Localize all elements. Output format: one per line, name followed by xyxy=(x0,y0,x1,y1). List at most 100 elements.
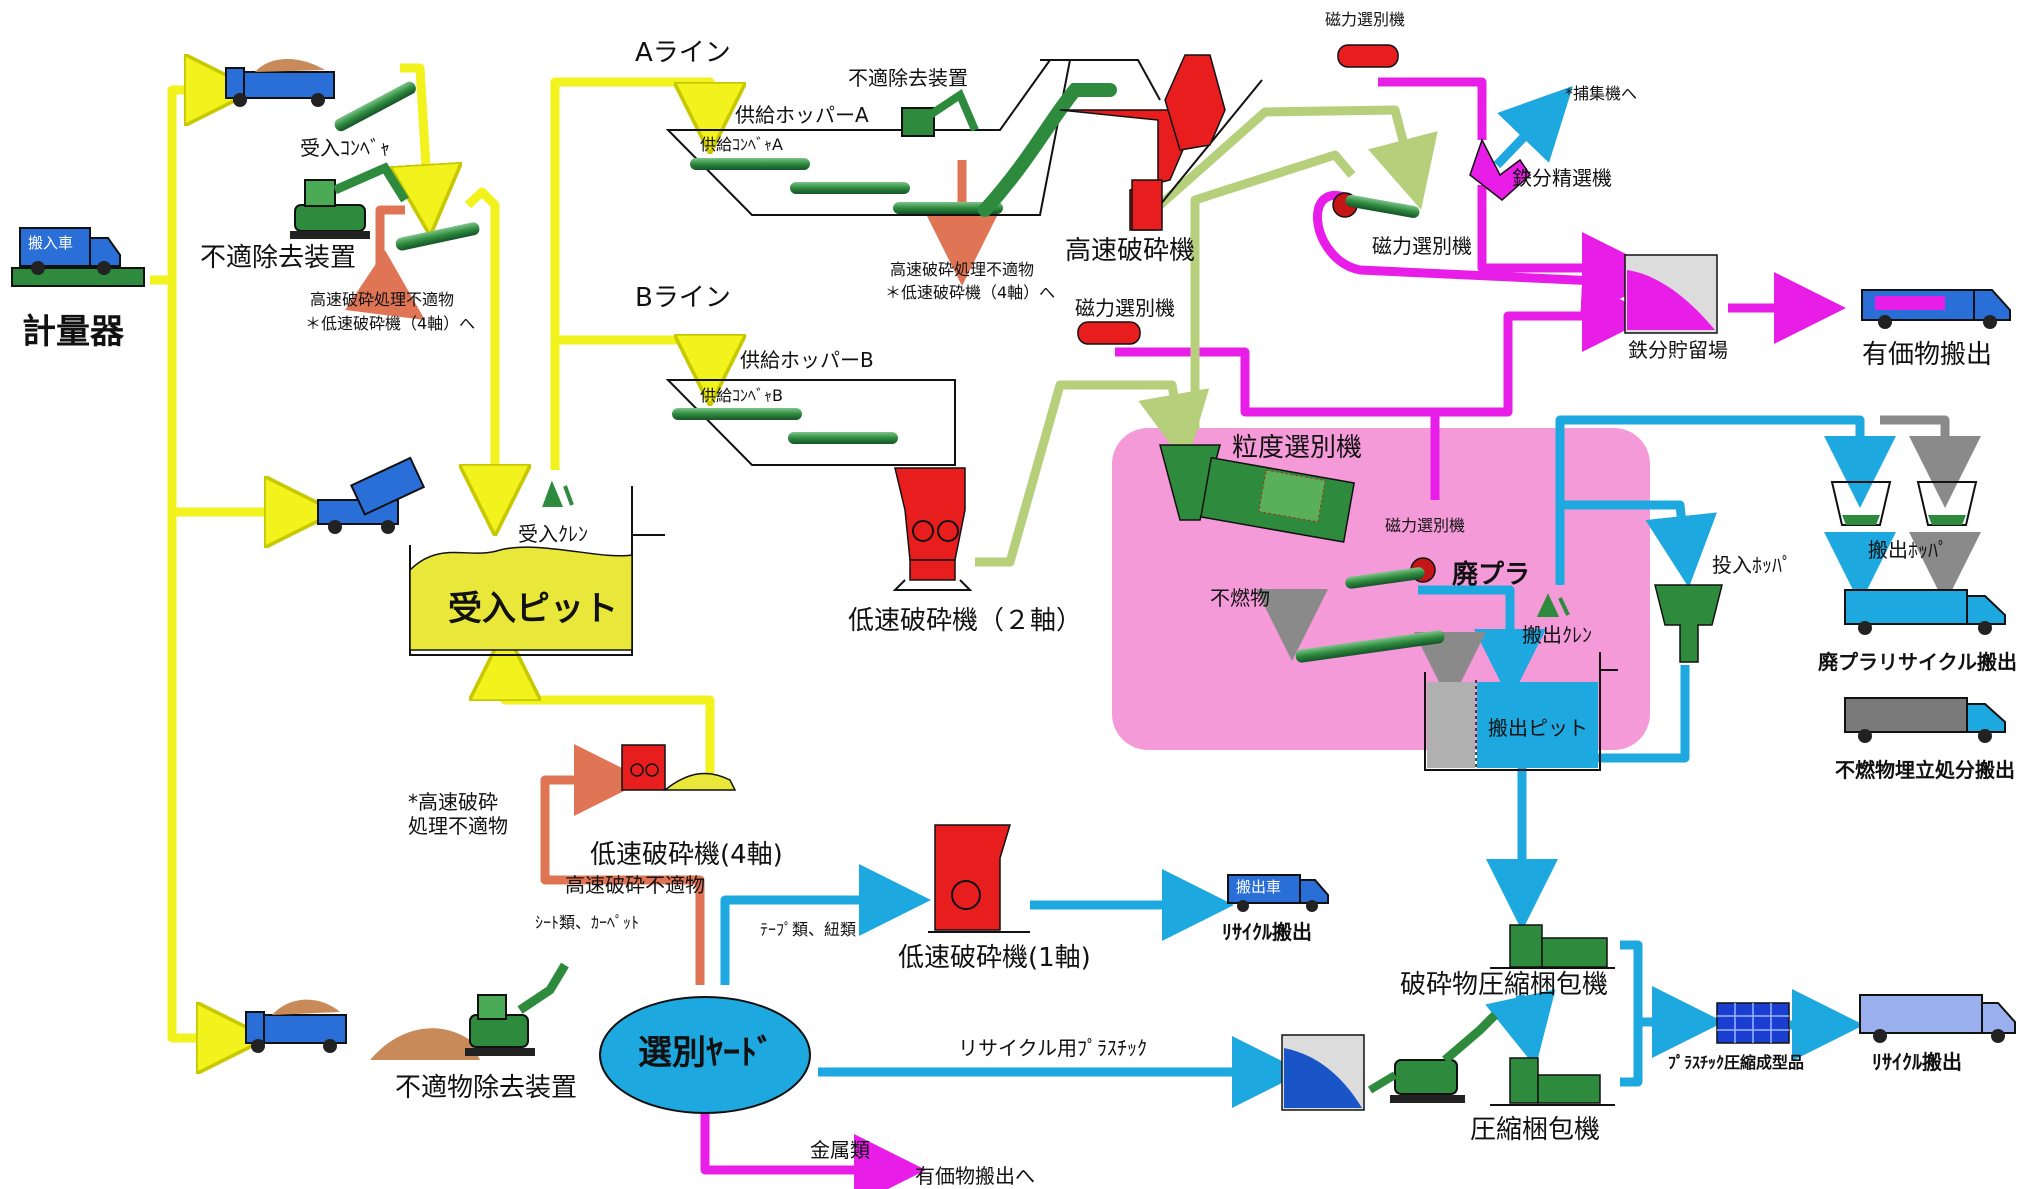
recycle-out-2-label: ﾘｻｲｸﾙ搬出 xyxy=(1872,1050,1962,1074)
grain-sorter-machine xyxy=(1159,444,1355,543)
olive-flow-lines xyxy=(975,105,1438,567)
compress-baler-label: 圧縮梱包機 xyxy=(1470,1115,1601,1145)
mag-sep-b-label: 磁力選別機 xyxy=(1075,296,1175,320)
receive-conveyor xyxy=(334,81,416,132)
excavator-bottom xyxy=(465,962,569,1056)
line-b-label: Bライン xyxy=(635,283,731,313)
removal-device-a xyxy=(901,89,979,137)
landfill-truck xyxy=(1844,697,2006,743)
truck-tag-in: 搬入車 xyxy=(28,234,74,252)
receive-crane xyxy=(542,480,574,507)
conveyor-a-3 xyxy=(893,202,1003,214)
line-b-frame xyxy=(665,379,956,466)
conveyor-b-label: 供給ｺﾝﾍﾞｬB xyxy=(700,386,783,405)
conveyor-b xyxy=(672,408,802,420)
hs-unsuitable-2: ＊低速破砕機（4軸）へ xyxy=(885,283,1056,302)
iron-refiner xyxy=(1469,138,1531,201)
input-hopper xyxy=(1654,584,1723,663)
gray-flow-lines xyxy=(1256,415,1981,704)
mag-sep-b xyxy=(1077,321,1141,345)
excavator-top xyxy=(290,162,409,239)
yellow-flow-lines xyxy=(150,68,710,1038)
weigh-scale-label: 計量器 xyxy=(22,312,124,352)
sorting-yard-ellipse[interactable] xyxy=(599,996,811,1114)
conveyor-a-2 xyxy=(790,182,910,194)
plastic-recycle-truck xyxy=(1844,589,2006,635)
unsuitable-note-1: 高速破砕処理不適物 xyxy=(310,290,455,309)
hopper-b-label: 供給ホッパーB xyxy=(740,348,874,372)
collector-label: *捕集機へ xyxy=(1565,84,1638,103)
hs-unsuitable-box-2: 処理不適物 xyxy=(408,814,508,838)
mag-sep-mid-label: 磁力選別機 xyxy=(1372,234,1472,258)
hs-unsuitable-short: 高速破砕不適物 xyxy=(565,873,705,897)
out-hoppers xyxy=(1830,481,1978,526)
plastic-bales-label: ﾌﾟﾗｽﾁｯｸ圧縮成型品 xyxy=(1668,1053,1805,1072)
out-crane xyxy=(1536,593,1570,617)
receive-pit-tank xyxy=(409,486,665,656)
out-hopper-label: 搬出ﾎｯﾊﾟ xyxy=(1868,538,1948,562)
high-speed-crusher xyxy=(1059,54,1226,231)
receive-crane-label: 受入ｸﾚﾝ xyxy=(518,522,588,546)
truck-tag-out: 搬出車 xyxy=(1236,878,1282,896)
removal-device-a-label: 不適除去装置 xyxy=(848,66,968,90)
low-speed-1-crusher xyxy=(928,824,1030,933)
removal-pipe-top xyxy=(395,222,480,251)
plastic-storage-bin xyxy=(1281,1034,1365,1111)
high-speed-crusher-label: 高速破砕機 xyxy=(1065,236,1196,266)
to-valuables-label: 有価物搬出へ xyxy=(915,1164,1035,1188)
valuables-truck xyxy=(1861,289,2011,329)
input-hopper-label: 投入ﾎｯﾊﾟ xyxy=(1712,553,1792,577)
compress-baler-machine xyxy=(1490,1057,1615,1106)
receive-conveyor-label: 受入ｺﾝﾍﾞｬ xyxy=(300,136,390,160)
low-speed-2-crusher xyxy=(892,467,973,591)
mag-sep-top-label: 磁力選別機 xyxy=(1325,10,1406,29)
magenta-flow-lines xyxy=(700,77,1846,1189)
recycle-plastic-label: リサイクル用ﾌﾟﾗｽﾁｯｸ xyxy=(958,1036,1147,1060)
conveyor-b-2 xyxy=(788,432,898,444)
grain-sorter-label: 粒度選別機 xyxy=(1232,433,1363,463)
excavator-plastic xyxy=(1367,1011,1499,1103)
sorting-yard-label[interactable]: 選別ﾔｰﾄﾞ xyxy=(638,1033,774,1073)
mag-conveyor-mid xyxy=(1345,194,1420,218)
iron-storage-bin xyxy=(1624,254,1718,334)
line-a-frame-2 xyxy=(1040,59,1161,101)
hopper-a-label: 供給ホッパーA xyxy=(735,103,869,127)
landfill-out-label: 不燃物埋立処分搬出 xyxy=(1835,758,2015,782)
removal-device-bottom-label: 不適物除去装置 xyxy=(395,1073,578,1103)
truck-bottom xyxy=(245,999,347,1053)
cyan-flow-lines xyxy=(720,86,1896,1108)
recycle-truck-1 xyxy=(1227,874,1329,912)
low-speed-4-crusher xyxy=(621,744,737,791)
iron-refiner-label: 鉄分精選機 xyxy=(1512,166,1612,190)
hs-unsuitable-1: 高速破砕処理不適物 xyxy=(890,260,1035,279)
waste-plastic-conveyor xyxy=(1345,567,1425,589)
plastic-recycle-out-label: 廃プラリサイクル搬出 xyxy=(1818,650,2017,674)
iron-storage-label: 鉄分貯留場 xyxy=(1628,338,1728,362)
recycle-truck-2 xyxy=(1859,994,2016,1043)
crush-compress-baler-machine xyxy=(1490,924,1615,969)
metals-label: 金属類 xyxy=(810,1138,870,1162)
recycle-out-1-label: ﾘｻｲｸﾙ搬出 xyxy=(1222,920,1312,944)
low-speed-1-label: 低速破砕機(1軸) xyxy=(898,943,1091,973)
hs-unsuitable-box-1: *高速破砕 xyxy=(408,790,498,814)
out-pit-label: 搬出ピット xyxy=(1488,716,1588,740)
weigh-scale xyxy=(11,227,145,287)
truck-top xyxy=(225,58,335,107)
tipping-truck xyxy=(317,456,426,534)
incombustible-conveyor xyxy=(1295,630,1445,663)
receive-pit-label: 受入ピット xyxy=(448,589,618,629)
tapes-ropes-label: ﾃｰﾌﾟ類、紐類 xyxy=(760,920,857,939)
out-pit-tank xyxy=(1424,652,1618,771)
low-speed-4-label: 低速破砕機(4軸) xyxy=(590,840,783,870)
crush-compress-baler-label: 破砕物圧縮梱包機 xyxy=(1400,970,1609,1000)
unsuitable-note-2: ＊低速破砕機（4軸）へ xyxy=(305,314,476,333)
plastic-bales xyxy=(1716,1002,1790,1044)
a-incline-pipe xyxy=(978,83,1117,217)
sheets-carpets-label: ｼｰﾄ類、ｶｰﾍﾟｯﾄ xyxy=(535,913,640,932)
low-speed-2-label: 低速破砕機（２軸） xyxy=(848,606,1083,636)
waste-plastic-label: 廃プラ xyxy=(1452,560,1531,590)
conveyor-a-label: 供給ｺﾝﾍﾞｬA xyxy=(700,135,783,154)
line-a-label: Aライン xyxy=(635,38,731,68)
mag-sep-top xyxy=(1337,44,1399,68)
out-crane-label: 搬出ｸﾚﾝ xyxy=(1522,623,1592,647)
